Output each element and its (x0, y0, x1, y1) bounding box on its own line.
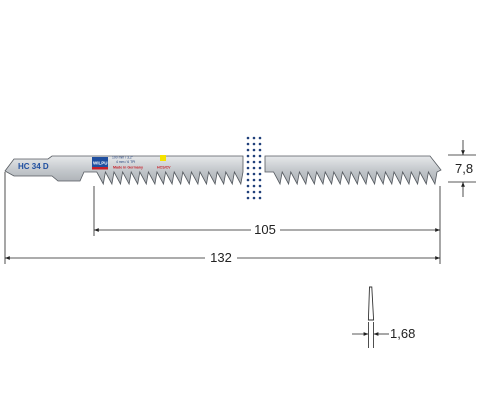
blade-cross-section (367, 286, 375, 321)
break-dot (258, 196, 262, 200)
break-dot (252, 160, 256, 164)
brand-logo: WILPU (92, 157, 108, 170)
break-dot (246, 184, 250, 188)
thickness-profile: 1,68 (352, 286, 415, 348)
break-dot (258, 172, 262, 176)
break-dot (252, 166, 256, 170)
break-dot (246, 148, 250, 152)
break-dot (246, 190, 250, 194)
height-value: 7,8 (455, 161, 473, 176)
break-dot (258, 136, 262, 140)
break-dot (258, 148, 262, 152)
break-dot (258, 160, 262, 164)
break-dot (258, 166, 262, 170)
tooth-length-value: 105 (254, 222, 276, 237)
break-dot (246, 136, 250, 140)
break-dot (258, 142, 262, 146)
break-dot (246, 154, 250, 158)
break-dot (252, 136, 256, 140)
thickness-value: 1,68 (390, 326, 415, 341)
break-dot (252, 172, 256, 176)
svg-text:WILPU: WILPU (93, 161, 108, 166)
break-dot (246, 160, 250, 164)
break-dot (252, 196, 256, 200)
blade-right-body (264, 155, 442, 186)
break-dot (258, 154, 262, 158)
break-dot (258, 184, 262, 188)
break-dot (252, 148, 256, 152)
break-dot (252, 142, 256, 146)
dimension-total-length: 132 (4, 172, 441, 265)
total-length-value: 132 (210, 250, 232, 265)
break-dot (252, 178, 256, 182)
blade-spec-line2: 4 mm / 6 TPI (116, 160, 135, 164)
dimension-height: 7,8 (448, 140, 476, 197)
blade-shank-and-left-body (4, 155, 244, 186)
break-dot (258, 178, 262, 182)
break-dot (246, 166, 250, 170)
break-dot (252, 184, 256, 188)
blade-material-label: HCS/CV (157, 166, 171, 170)
break-mark-dots (246, 136, 262, 200)
break-dot (258, 190, 262, 194)
blade-model-label: HC 34 D (18, 162, 49, 171)
break-dot (246, 178, 250, 182)
break-dot (246, 196, 250, 200)
dimension-tooth-length: 105 (93, 186, 441, 237)
break-dot (252, 154, 256, 158)
break-dot (246, 172, 250, 176)
blade-spec-line1: 100 mm / 3,2" (112, 156, 134, 160)
break-dot (246, 142, 250, 146)
material-badge (160, 155, 166, 161)
blade: HC 34 D WILPU 100 mm / 3,2" 4 mm / 6 TPI… (4, 136, 442, 200)
break-dot (252, 190, 256, 194)
blade-made-in-label: Made in Germany (113, 166, 143, 170)
